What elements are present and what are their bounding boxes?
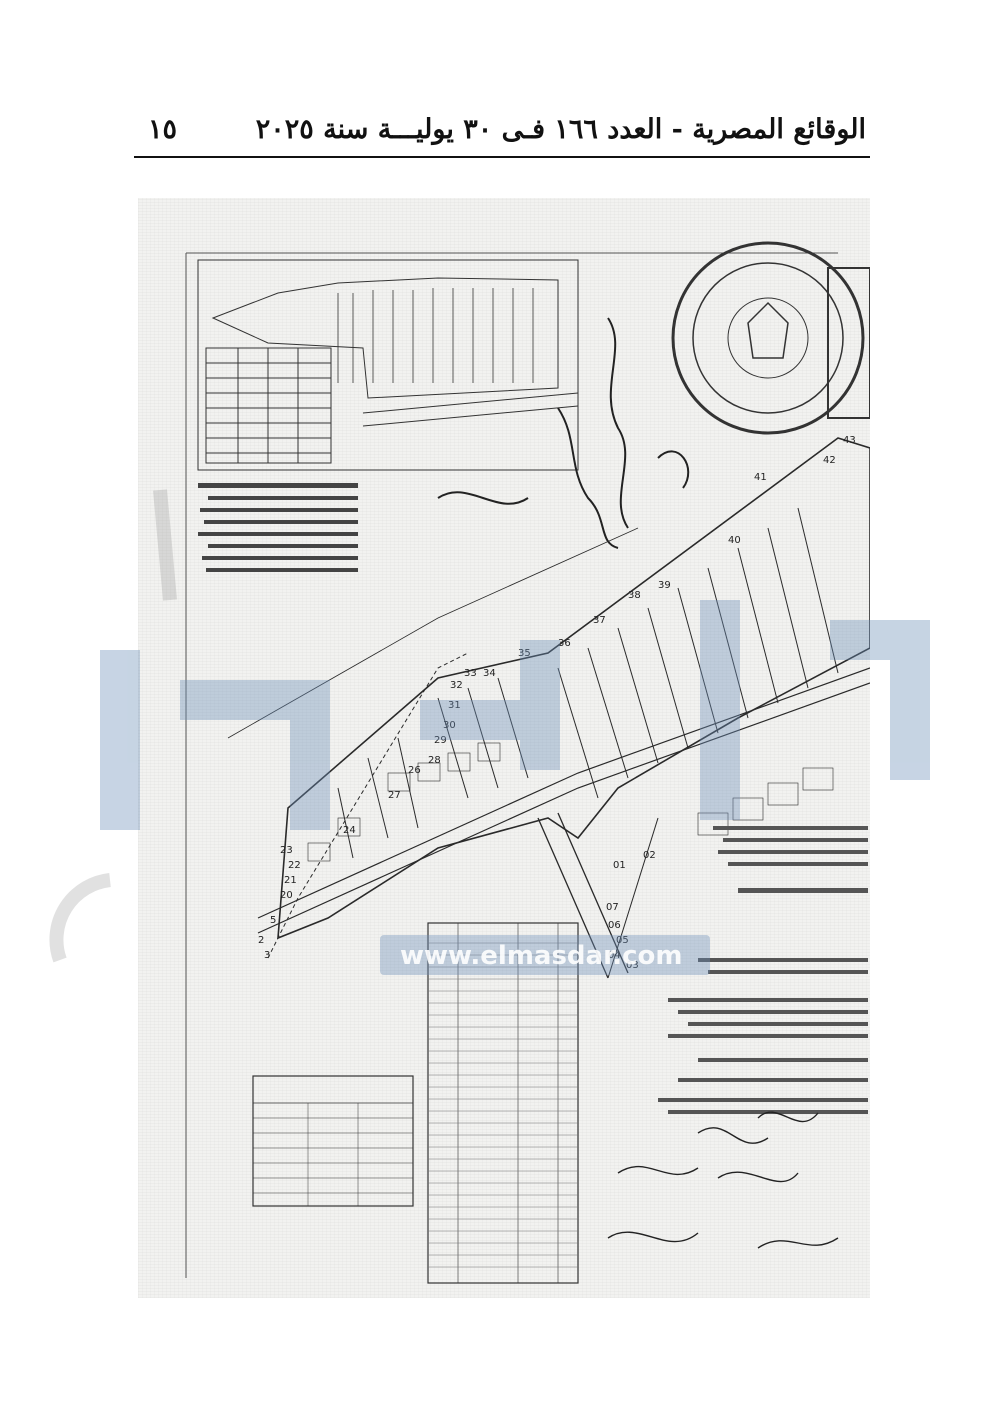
inset-key-map xyxy=(197,259,579,471)
approval-notes xyxy=(658,826,868,1114)
scanned-site-plan: 2 3 5 20 21 22 23 24 26 27 28 29 30 31 3… xyxy=(138,198,870,1298)
point-label: 23 xyxy=(280,845,293,856)
point-label: 05 xyxy=(616,935,629,946)
point-label: 07 xyxy=(606,902,619,913)
point-label: 43 xyxy=(843,435,856,446)
point-label: 29 xyxy=(434,735,447,746)
approval-signatures xyxy=(607,1111,839,1249)
point-label: 35 xyxy=(518,648,531,659)
header-divider xyxy=(134,156,870,158)
point-label: 38 xyxy=(628,590,641,601)
point-label: 33 xyxy=(464,668,477,679)
point-label: 42 xyxy=(823,455,836,466)
point-label: 5 xyxy=(270,915,276,926)
point-label: 37 xyxy=(593,615,606,626)
point-label: 31 xyxy=(448,700,461,711)
point-label: 24 xyxy=(343,825,356,836)
point-label: 36 xyxy=(558,638,571,649)
notes-block xyxy=(198,483,358,572)
page-number: ١٥ xyxy=(148,114,178,145)
boundary-point-labels: 2 3 5 20 21 22 23 24 26 27 28 29 30 31 3… xyxy=(258,435,856,971)
coordinates-table xyxy=(427,922,579,1284)
point-label: 01 xyxy=(613,860,626,871)
point-label: 28 xyxy=(428,755,441,766)
point-label: 22 xyxy=(288,860,301,871)
watermark-swoosh xyxy=(49,873,112,963)
point-label: 20 xyxy=(280,890,293,901)
point-label: 26 xyxy=(408,765,421,776)
subdivision-plan xyxy=(227,437,870,979)
point-label: 34 xyxy=(483,668,496,679)
page-header: الوقائع المصرية - العدد ١٦٦ فـى ٣٠ يوليـ… xyxy=(134,112,870,156)
point-label: 40 xyxy=(728,535,741,546)
point-label: 02 xyxy=(643,850,656,861)
point-label: 03 xyxy=(626,960,639,971)
point-label: 3 xyxy=(264,950,270,961)
watermark-letter xyxy=(890,620,930,780)
coordinates-table-rows xyxy=(428,942,578,1268)
point-label: 30 xyxy=(443,720,456,731)
point-label: 39 xyxy=(658,580,671,591)
point-label: 04 xyxy=(608,950,621,961)
watermark-letter xyxy=(100,650,140,830)
point-label: 06 xyxy=(608,920,621,931)
gazette-title: الوقائع المصرية - العدد ١٦٦ فـى ٣٠ يوليـ… xyxy=(255,114,866,145)
point-label: 32 xyxy=(450,680,463,691)
point-label: 21 xyxy=(284,875,297,886)
point-label: 2 xyxy=(258,935,264,946)
site-plan-drawing: 2 3 5 20 21 22 23 24 26 27 28 29 30 31 3… xyxy=(185,241,870,1284)
official-seal xyxy=(671,241,870,435)
point-label: 41 xyxy=(754,472,767,483)
handwritten-signature xyxy=(437,317,690,549)
areas-table xyxy=(252,1075,414,1207)
point-label: 27 xyxy=(388,790,401,801)
